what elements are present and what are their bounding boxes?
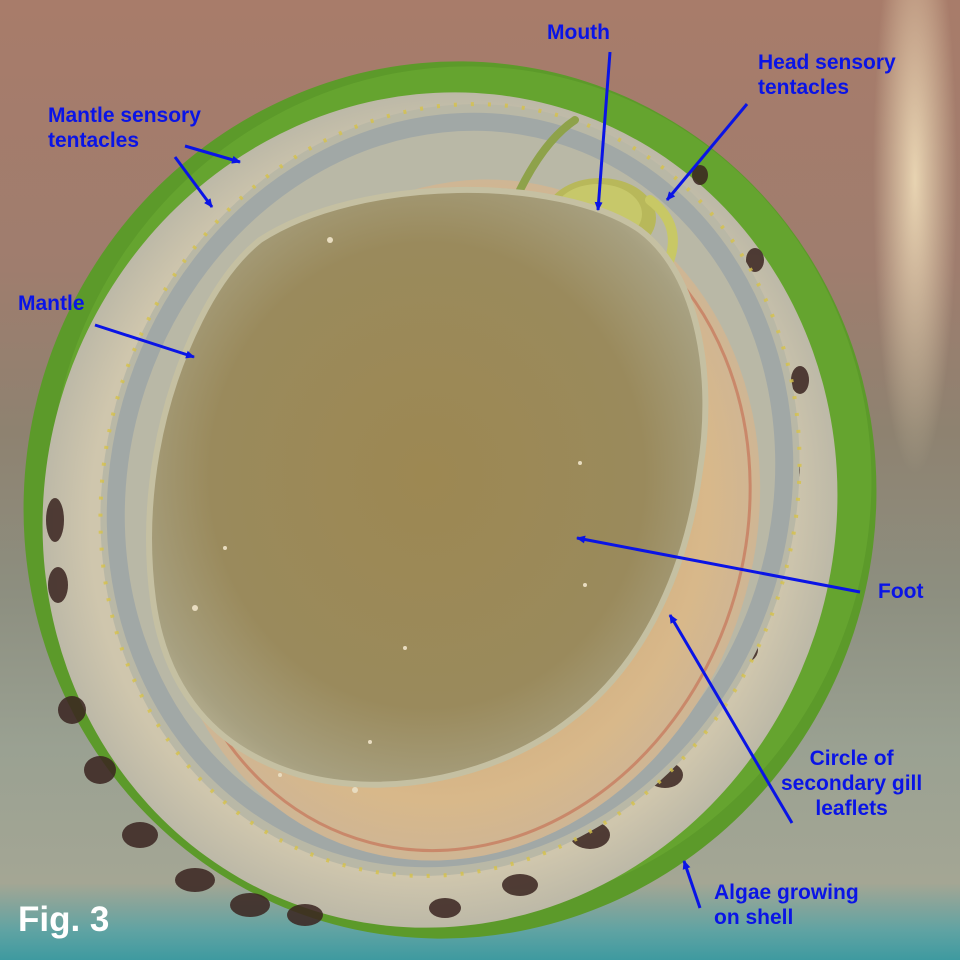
- arrow-gill-leaflets: [668, 614, 794, 824]
- arrow-head-tentacles: [665, 103, 749, 201]
- label-gill-leaflets: Circle of secondary gill leaflets: [781, 747, 923, 820]
- label-algae-growing-on-shell: Algae growing on shell: [714, 881, 859, 929]
- arrow-mantle-tentacles-1: [184, 144, 241, 164]
- arrow-algae: [682, 860, 702, 909]
- label-foot: Foot: [878, 580, 924, 603]
- figure-label: Fig. 3: [18, 900, 110, 939]
- label-mouth: Mouth: [547, 21, 610, 44]
- arrow-mouth: [594, 51, 612, 211]
- label-head-sensory-tentacles: Head sensory tentacles: [758, 51, 896, 99]
- arrow-mantle-tentacles-2: [173, 156, 214, 208]
- annotation-arrows: [94, 51, 861, 909]
- label-mantle-sensory-tentacles: Mantle sensory tentacles: [48, 104, 201, 152]
- label-mantle: Mantle: [18, 292, 85, 315]
- arrow-foot: [576, 535, 861, 594]
- foot: [146, 186, 709, 788]
- sand-grains: [192, 237, 587, 793]
- arrow-mantle: [94, 323, 195, 359]
